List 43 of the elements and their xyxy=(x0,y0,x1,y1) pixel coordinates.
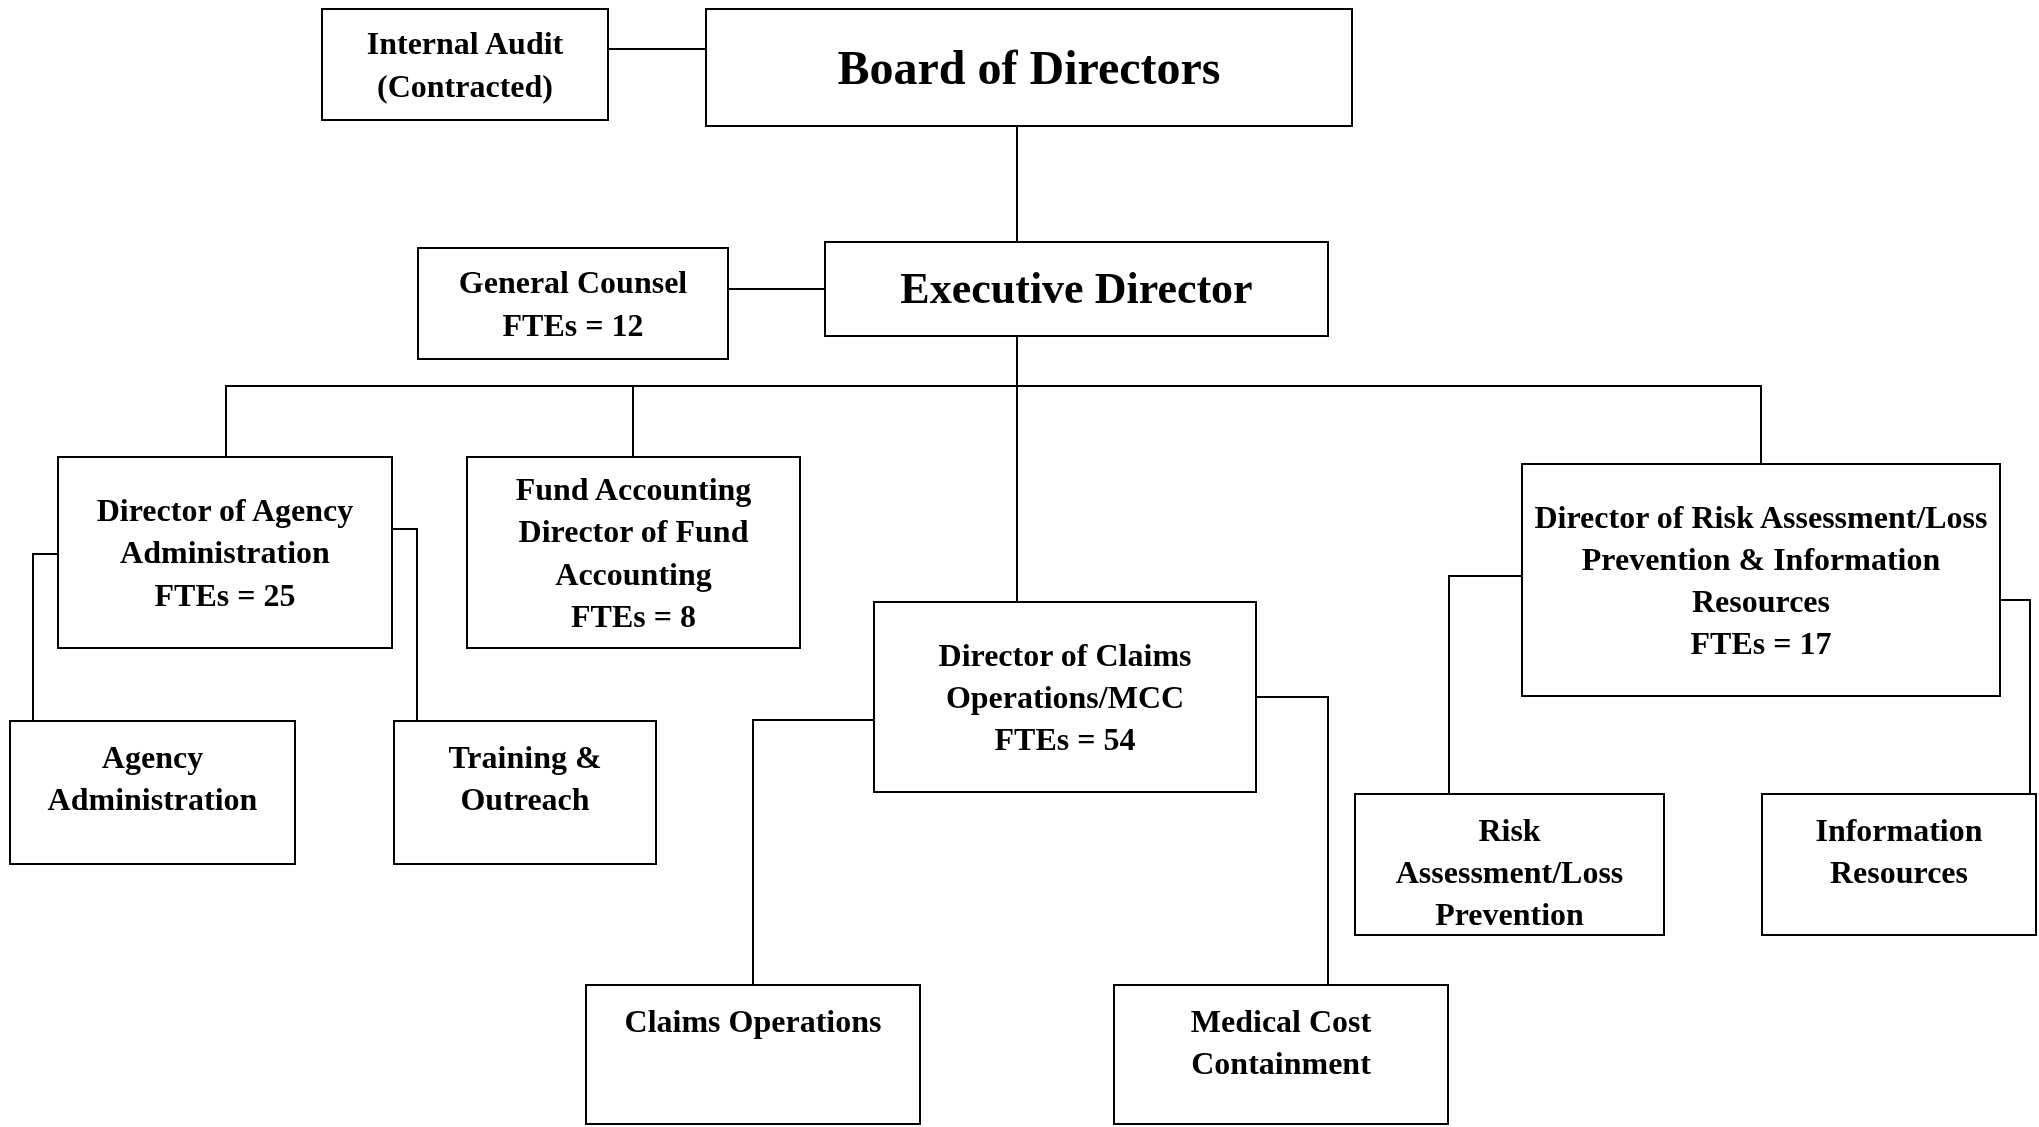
role-title: Claims Operations xyxy=(624,1002,882,1041)
org-box xyxy=(705,8,1353,127)
role-title: Executive Director xyxy=(900,262,1253,315)
connector-line xyxy=(1448,575,1522,794)
connector-line xyxy=(32,553,58,721)
org-box xyxy=(57,456,393,649)
org-box xyxy=(9,720,296,865)
role-detail: FTEs = 8 xyxy=(571,596,696,636)
org-box xyxy=(1354,793,1665,936)
role-title: Fund Accounting xyxy=(515,470,752,510)
org-box xyxy=(321,8,609,121)
connector-line xyxy=(1256,696,1329,985)
role-detail: FTEs = 25 xyxy=(154,575,296,615)
role-title: General Counsel xyxy=(458,263,688,303)
org-box xyxy=(824,241,1329,337)
org-box xyxy=(873,601,1257,793)
role-title: Director of Claims Operations/MCC xyxy=(937,635,1193,717)
role-title: Medical Cost Containment xyxy=(1189,1002,1373,1084)
org-box xyxy=(1521,463,2001,697)
org-box xyxy=(417,247,729,360)
role-title: Agency Administration xyxy=(46,738,259,820)
org-box xyxy=(585,984,921,1125)
role-detail: Director of Fund Accounting xyxy=(517,512,750,594)
connector-line xyxy=(2000,599,2031,794)
connector-line xyxy=(752,719,874,985)
role-title: Director of Agency Administration xyxy=(95,491,355,573)
role-title: Training & Outreach xyxy=(447,738,603,820)
org-box xyxy=(1113,984,1449,1125)
connector-line xyxy=(1016,126,1018,242)
role-title: Information Resources xyxy=(1814,811,1984,893)
org-box xyxy=(393,720,657,865)
connector-line xyxy=(392,528,418,721)
org-box xyxy=(1761,793,2037,936)
role-title: Risk Assessment/Loss Prevention xyxy=(1394,811,1625,935)
role-detail: FTEs = 12 xyxy=(502,305,644,345)
role-detail: FTEs = 17 xyxy=(1690,624,1832,664)
role-title: Director of Risk Assessment/Loss Prevention & Information Resources xyxy=(1533,497,1989,621)
role-title: Board of Directors xyxy=(837,39,1221,96)
org-box xyxy=(466,456,801,649)
role-detail: FTEs = 54 xyxy=(994,720,1136,760)
connector-line xyxy=(728,288,825,290)
role-title: Internal Audit (Contracted) xyxy=(365,24,565,106)
connector-line xyxy=(608,48,706,50)
